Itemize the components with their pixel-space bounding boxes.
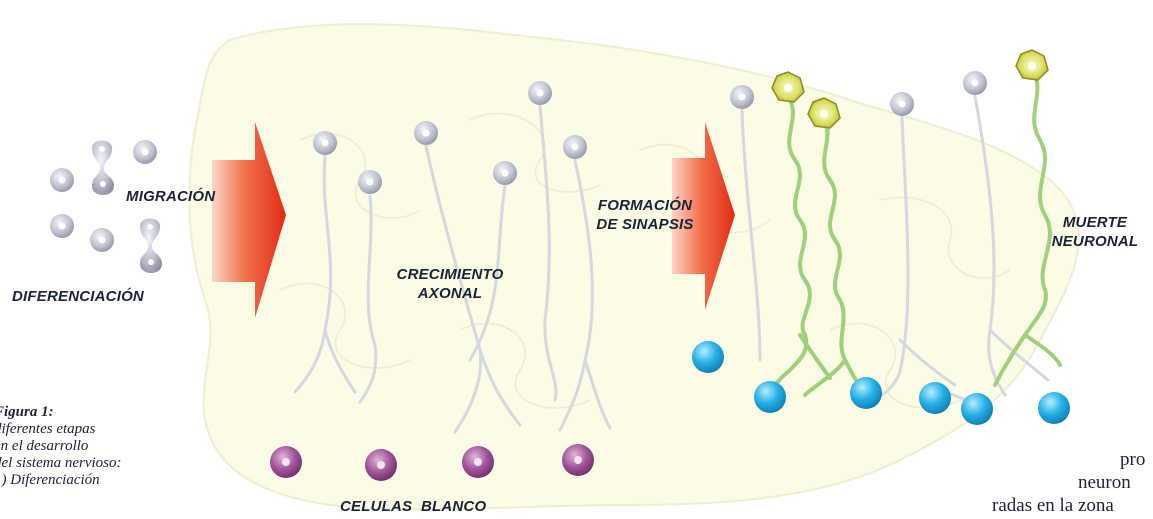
neuron-soma-icon	[493, 161, 517, 185]
label-muerte-line1: MUERTE	[1040, 213, 1150, 232]
label-migracion: MIGRACIÓN	[126, 187, 215, 206]
neuron-soma-icon	[730, 85, 754, 109]
label-sinapsis-line2: DE SINAPSIS	[580, 215, 710, 234]
caption-line: del sistema nervioso:	[0, 455, 194, 472]
target-cell-icon	[961, 393, 993, 425]
target-cell-icon	[270, 446, 302, 478]
label-crecimiento-axonal: CRECIMIENTO AXONAL	[380, 265, 520, 303]
label-muerte-neuronal: MUERTE NEURONAL	[1040, 213, 1150, 251]
label-crecimiento-line1: CRECIMIENTO	[380, 265, 520, 284]
neuron-soma-icon	[890, 92, 914, 116]
caption-title: Figura 1:	[0, 404, 194, 421]
caption-line: 1) Diferenciación	[0, 472, 194, 489]
label-muerte-line2: NEURONAL	[1040, 232, 1150, 251]
neuron-soma-icon	[414, 121, 438, 145]
figure-caption: Figura 1: diferentes etapas en el desarr…	[0, 404, 194, 489]
neuron-soma-icon	[50, 214, 74, 238]
body-text-line3: radas en la zona	[992, 495, 1114, 517]
target-cell-icon	[919, 382, 951, 414]
target-cell-icon	[754, 381, 786, 413]
target-cell-icon	[562, 444, 594, 476]
neuron-soma-icon	[313, 131, 337, 155]
body-text-line2: neuron	[1078, 472, 1131, 494]
target-cell-icon	[1038, 392, 1070, 424]
label-celulas-blanco: CELULAS BLANCO	[340, 497, 486, 516]
neuron-soma-icon	[133, 140, 157, 164]
neuron-soma-icon	[528, 81, 552, 105]
dividing-cell-icon	[92, 141, 114, 196]
neuron-soma-icon	[358, 170, 382, 194]
caption-line: diferentes etapas	[0, 421, 194, 438]
label-formacion-sinapsis: FORMACIÓN DE SINAPSIS	[580, 196, 710, 234]
caption-line: en el desarrollo	[0, 438, 194, 455]
active-neuron-icon	[1016, 50, 1048, 80]
target-cell-icon	[365, 449, 397, 481]
dividing-cell-icon	[140, 219, 162, 274]
label-sinapsis-line1: FORMACIÓN	[580, 196, 710, 215]
tissue-background	[189, 24, 1078, 509]
neuron-soma-icon	[963, 71, 987, 95]
active-neuron-icon	[772, 72, 804, 102]
neuron-soma-icon	[50, 168, 74, 192]
target-cell-icon	[850, 377, 882, 409]
target-cell-icon	[692, 341, 724, 373]
body-text-line1: pro	[1120, 449, 1145, 471]
neuron-soma-icon	[563, 135, 587, 159]
neuron-cluster	[50, 140, 162, 273]
target-cell-icon	[462, 446, 494, 478]
label-diferenciacion: DIFERENCIACIÓN	[12, 287, 144, 306]
neuron-soma-icon	[90, 228, 114, 252]
label-crecimiento-line2: AXONAL	[380, 284, 520, 303]
